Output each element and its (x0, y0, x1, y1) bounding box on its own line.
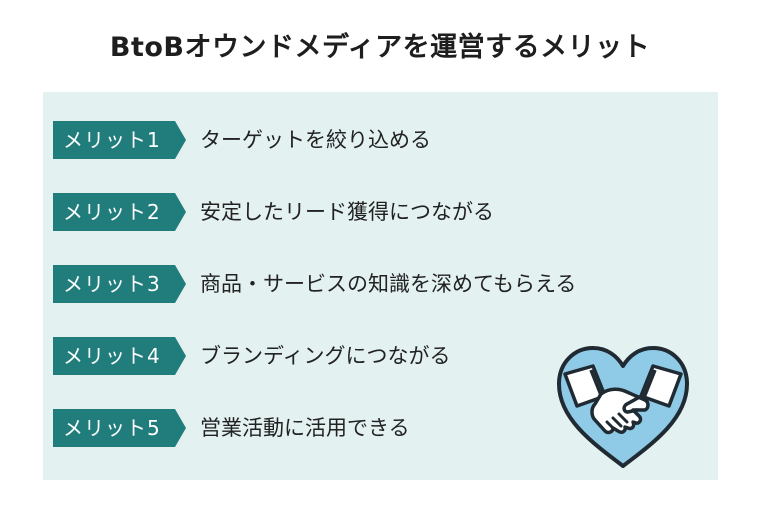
merit-text-4: ブランディングにつながる (200, 344, 451, 368)
merit-text-1: ターゲットを絞り込める (200, 128, 431, 152)
merit-item-2: メリット2 安定したリード獲得につながる (53, 193, 693, 231)
merit-text-3: 商品・サービスの知識を深めてもらえる (200, 272, 577, 296)
clasped-hands (590, 387, 650, 435)
merit-tag-5: メリット5 (53, 409, 186, 447)
merit-item-4: メリット4 ブランディングにつながる (53, 337, 693, 375)
merit-text-5: 営業活動に活用できる (200, 416, 410, 440)
merit-tag-1: メリット1 (53, 121, 186, 159)
merit-item-1: メリット1 ターゲットを絞り込める (53, 121, 693, 159)
merit-item-5: メリット5 営業活動に活用できる (53, 409, 693, 447)
page-title: BtoBオウンドメディアを運営するメリット (109, 32, 651, 63)
merit-tag-4: メリット4 (53, 337, 186, 375)
merit-text-2: 安定したリード獲得につながる (200, 200, 494, 224)
merit-tag-2: メリット2 (53, 193, 186, 231)
handshake-heart-icon (557, 346, 689, 468)
merit-item-3: メリット3 商品・サービスの知識を深めてもらえる (53, 265, 693, 303)
merit-tag-3: メリット3 (53, 265, 186, 303)
